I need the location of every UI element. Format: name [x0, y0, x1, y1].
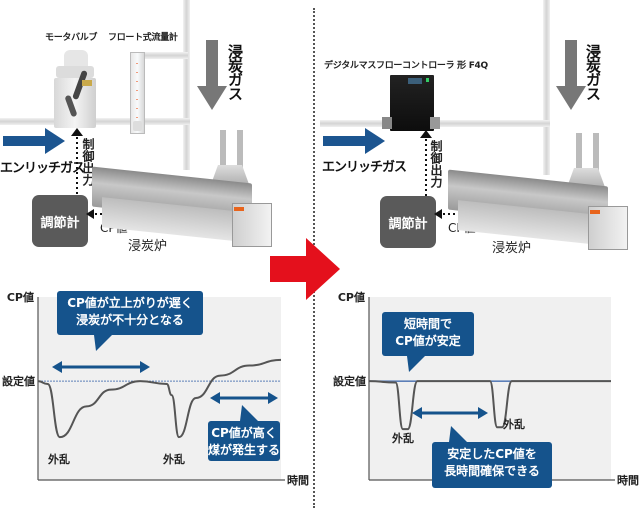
- flowmeter-label: フロート式流量計: [108, 33, 178, 43]
- furnace-label: 浸炭炉: [492, 241, 532, 256]
- callout-top-box: [382, 312, 474, 356]
- callout-top-tail: [94, 335, 112, 351]
- enrich-gas-arrow-icon: [3, 128, 65, 154]
- panel-f4q: デジタルマスフローコントローラ 形 F4Q 浸炭ガス エンリッチガス 制御出力 …: [320, 0, 640, 509]
- carburizing-gas-label: 浸炭ガス: [226, 44, 244, 100]
- regulator-box: 調節計: [32, 195, 88, 247]
- disturbance-label: 外乱: [391, 431, 414, 445]
- callout-top-text: 浸炭が不十分となる: [76, 312, 184, 327]
- y-axis-label: CP値: [7, 290, 34, 304]
- enrich-gas-label: エンリッチガス: [322, 160, 407, 175]
- span-arrow-0-head-left: [52, 361, 62, 373]
- motor-valve-label: モータバルブ: [45, 33, 98, 43]
- span-arrow-1-head-left: [210, 392, 220, 404]
- span-arrow-0-head-left: [412, 407, 422, 419]
- control-output-line: [420, 130, 432, 196]
- pipe-top-horizontal: [143, 52, 188, 59]
- callout-top-box: [57, 291, 203, 335]
- x-axis-label: 時間: [617, 473, 639, 487]
- callout-top-text: CP値が安定: [395, 333, 461, 348]
- panel-conventional: モータバルブ フロート式流量計 浸炭ガス エンリッチガス 制御出力 調節計 CP…: [0, 0, 309, 487]
- span-arrow-0-head-right: [140, 361, 150, 373]
- x-axis-label: 時間: [287, 473, 309, 487]
- regulator-box: 調節計: [380, 196, 436, 248]
- callout-top-tail: [407, 356, 425, 372]
- gas-down-arrow-icon: [197, 40, 227, 110]
- pipe-vertical-main: [183, 0, 190, 170]
- callout-bottom-box: [432, 442, 552, 488]
- cp-value-line: [37, 358, 282, 439]
- y-axis-label: CP値: [338, 290, 365, 304]
- setpoint-label: 設定値: [333, 374, 366, 388]
- callout-top-text: CP値が立上がりが遅く: [67, 295, 193, 310]
- callout-bottom-tail: [449, 426, 467, 442]
- pipe-fitting: [430, 117, 440, 129]
- span-arrow-1-head-right: [268, 392, 278, 404]
- motor-valve-image: [52, 50, 98, 130]
- callout-bottom-text: CP値が高く: [211, 425, 277, 440]
- gas-down-arrow-icon: [556, 40, 586, 110]
- enrich-gas-label: エンリッチガス: [0, 161, 85, 176]
- callout-bottom-box: [208, 421, 280, 461]
- cp-chart-conventional: CP値設定値時間外乱外乱CP値が立上がりが遅く浸炭が不十分となるCP値が高く煤が…: [2, 290, 309, 487]
- pipe-fitting: [382, 117, 392, 129]
- float-flowmeter-image: [130, 52, 145, 134]
- disturbance-label: 外乱: [47, 452, 70, 466]
- pipe-vertical-main: [543, 0, 550, 175]
- callout-bottom-text: 長時間確保できる: [444, 463, 540, 478]
- callout-bottom-tail: [240, 405, 258, 421]
- span-arrow-0-head-right: [478, 407, 488, 419]
- cp-value-line: [368, 380, 611, 431]
- disturbance-label: 外乱: [162, 452, 185, 466]
- callout-top: 短時間で CP値が安定: [382, 312, 474, 372]
- enrich-gas-arrow-icon: [323, 128, 385, 154]
- setpoint-label: 設定値: [2, 374, 35, 388]
- furnace-label: 浸炭炉: [128, 239, 168, 254]
- right-arrow-icon: [270, 238, 340, 300]
- disturbance-label: 外乱: [502, 417, 525, 431]
- callout-bottom-text: 安定したCP値を: [447, 446, 537, 461]
- callout-bottom-text: 煤が発生する: [208, 442, 280, 457]
- mass-flow-controller-image: [390, 75, 434, 131]
- control-output-label: 制御出力: [429, 140, 443, 188]
- control-output-label: 制御出力: [81, 138, 95, 186]
- furnace-image: [92, 125, 272, 250]
- control-output-line: [71, 128, 83, 196]
- carburizing-gas-label: 浸炭ガス: [584, 44, 602, 100]
- furnace-image: [448, 128, 628, 253]
- callout-top-text: 短時間で: [404, 316, 452, 331]
- mass-flow-controller-label: デジタルマスフローコントローラ 形 F4Q: [324, 61, 488, 71]
